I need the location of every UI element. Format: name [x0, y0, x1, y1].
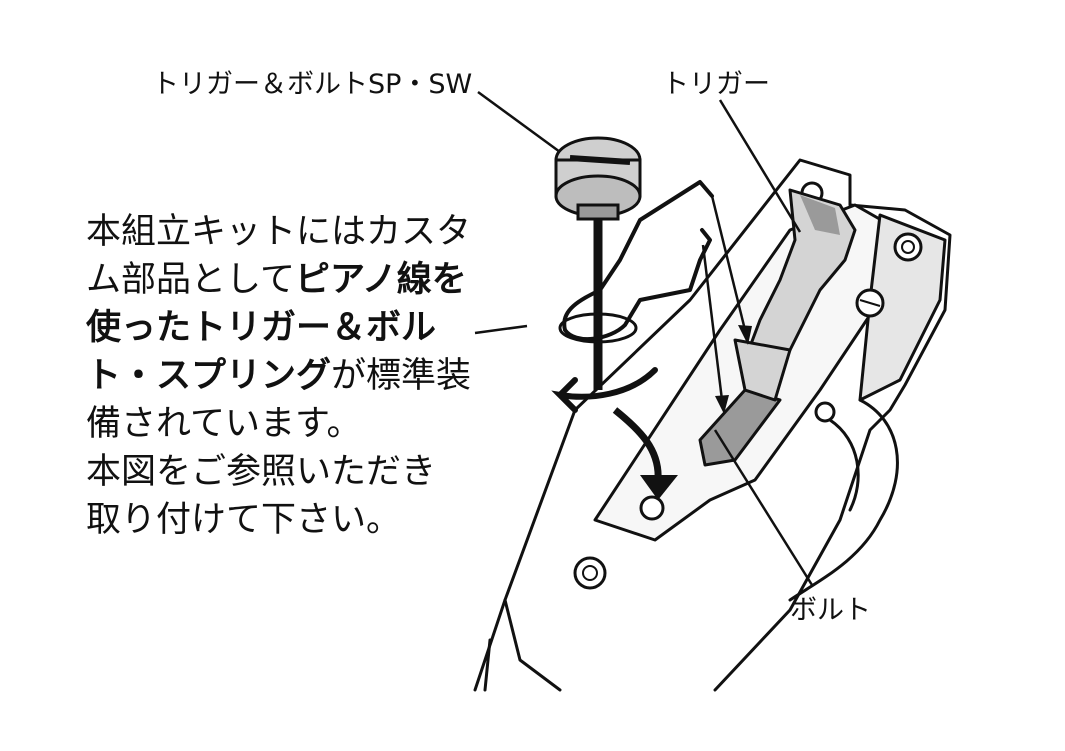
leader-spring-wire-2	[701, 244, 724, 401]
description-line-2-bold: ピアノ線を	[294, 260, 467, 300]
leader-arrowhead-2	[715, 395, 729, 414]
leader-bolt	[713, 429, 814, 586]
description-line-3: 使ったトリガー＆ボル	[86, 304, 471, 352]
leader-arrowhead-1	[738, 325, 752, 345]
description-line-4-bold: ト・スプリング	[86, 356, 332, 396]
screw-hole-2	[639, 495, 665, 521]
description-line-7: 取り付けて下さい。	[86, 500, 402, 540]
description-text: 本組立キットにはカスタ ム部品としてピアノ線を 使ったトリガー＆ボル ト・スプリ…	[86, 208, 471, 544]
leader-spring	[477, 90, 561, 154]
bolt-block	[733, 338, 792, 402]
label-spring: トリガー＆ボルトSP・SW	[152, 69, 473, 100]
insertion-arrow	[612, 407, 662, 481]
description-line-5: 備されています。	[86, 404, 362, 444]
description-line-2: ム部品としてピアノ線を	[86, 256, 471, 304]
description-line-4: ト・スプリングが標準装	[86, 352, 471, 400]
grip-inner	[828, 418, 860, 512]
rotation-arrow	[551, 367, 658, 413]
spring-screw	[554, 136, 642, 390]
description-line-1: 本組立キットにはカスタ	[86, 212, 472, 252]
bolt-part	[698, 388, 782, 467]
frame-lower-edge-2	[483, 638, 492, 692]
label-trigger: トリガー	[662, 69, 770, 100]
screw-hole-3	[893, 232, 923, 262]
leader-description	[474, 324, 528, 335]
screw-hole-1	[573, 556, 607, 590]
grip-curve	[788, 398, 899, 602]
spring-wire	[558, 180, 714, 344]
description-line-6: 本図をご参照いただき	[86, 452, 437, 492]
description-line-3-bold: 使ったトリガー＆ボル	[86, 308, 437, 348]
label-bolt: ボルト	[790, 595, 871, 626]
screw-hole-5	[814, 401, 836, 423]
leader-spring-wire-1	[710, 195, 747, 331]
trigger-shading	[800, 195, 840, 235]
description-line-2-normal: ム部品として	[86, 260, 295, 300]
frame-lower-edge	[503, 598, 562, 692]
description-line-4-normal: が標準装	[331, 356, 472, 396]
frame-outer-outline	[473, 158, 952, 692]
leader-trigger	[718, 99, 802, 233]
insertion-arrow-head	[640, 475, 678, 500]
